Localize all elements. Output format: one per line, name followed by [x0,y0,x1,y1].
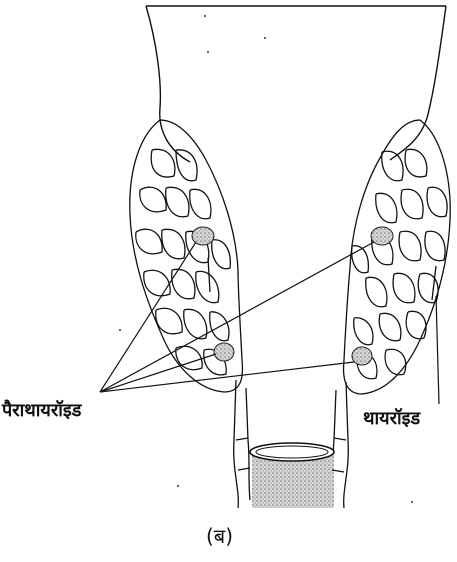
pointer-lines [100,242,439,404]
trachea [234,380,349,508]
parathyroid-lower-left [214,343,234,361]
thyroid-label: थायरॉइड [363,406,420,430]
figure-caption: (ब) [206,522,233,549]
parathyroid-lower-right [352,347,372,365]
parathyroid-upper-right [371,227,393,245]
parathyroid-label: पैराथायरॉइड [2,398,81,422]
larynx [146,6,446,162]
